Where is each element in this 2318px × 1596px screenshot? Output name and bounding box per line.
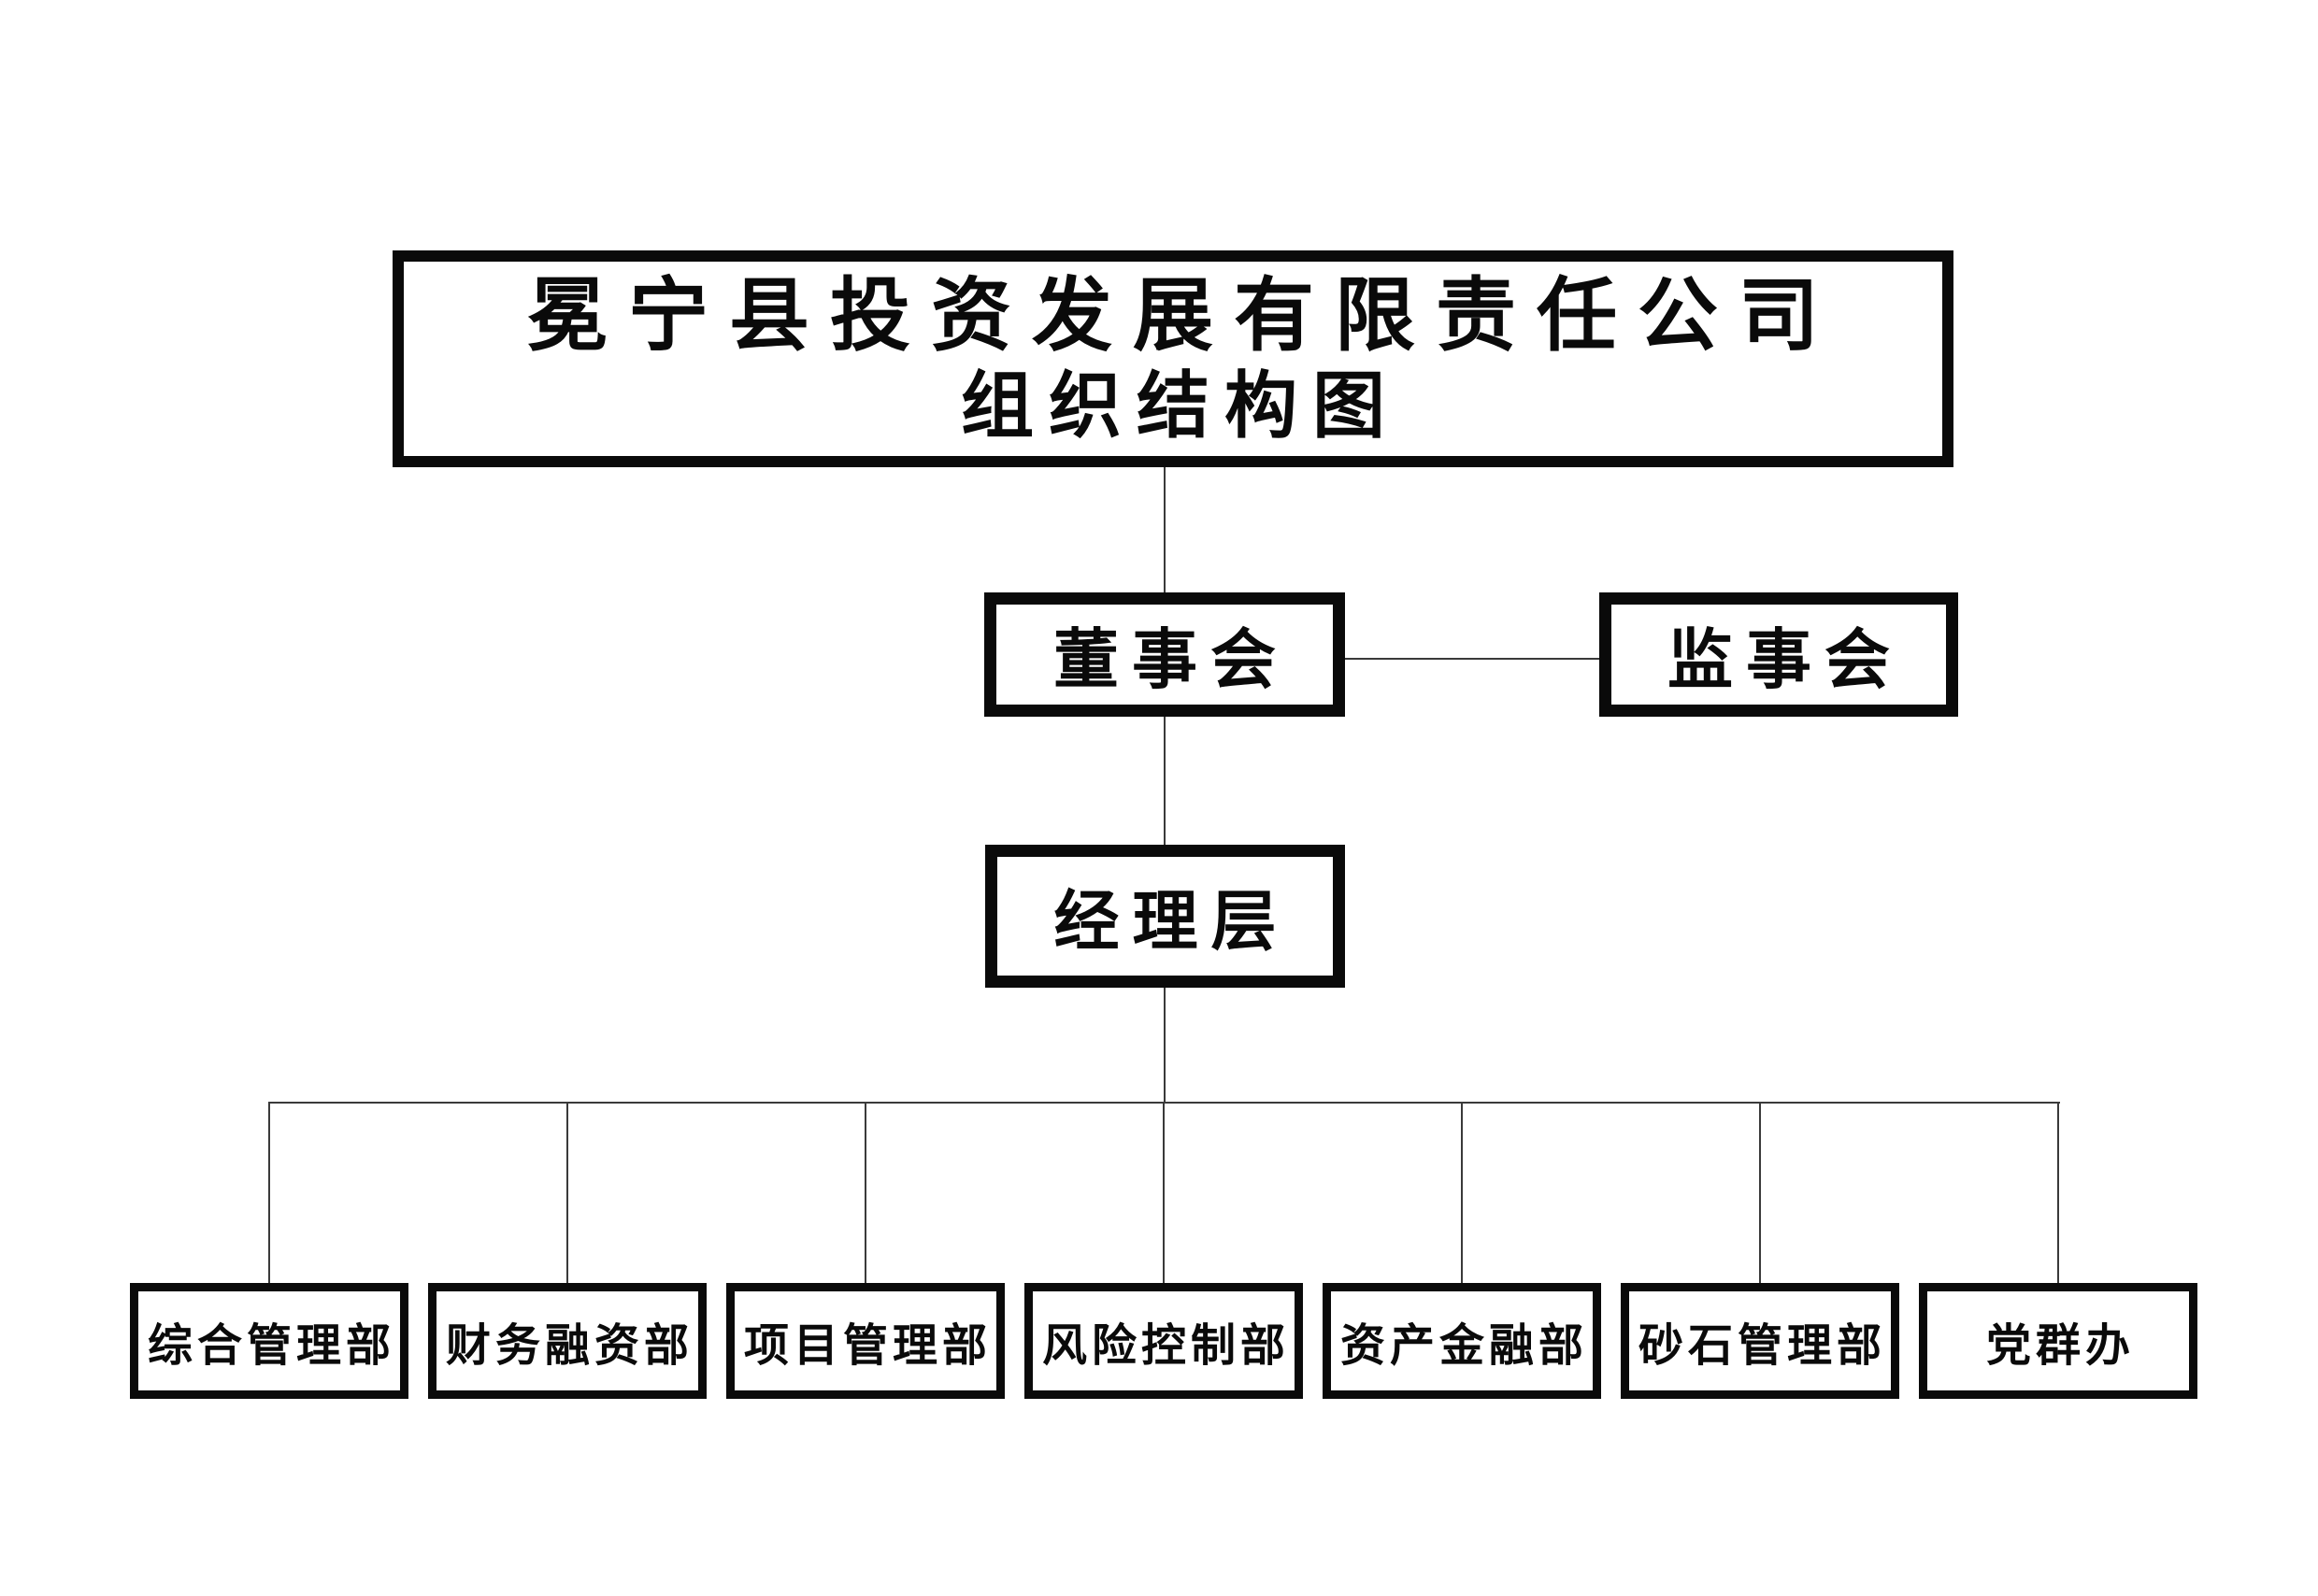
connector-to-dept-2 — [566, 1102, 568, 1283]
dept-box-finance-financing: 财务融资部 — [428, 1283, 707, 1399]
dept-box-risk-control: 风险控制部 — [1024, 1283, 1303, 1399]
supervisory-board-label: 监事会 — [1667, 623, 1903, 696]
company-name: 冕宁县投资发展有限责任公司 — [527, 270, 1839, 361]
dept-box-general-management: 综合管理部 — [130, 1283, 408, 1399]
dept-label: 党群办 — [1985, 1321, 2135, 1371]
connector-board-to-management — [1164, 717, 1166, 845]
dept-label: 风险控制部 — [1041, 1321, 1290, 1371]
management-level-box: 经理层 — [985, 845, 1345, 988]
dept-box-party-mass-office: 党群办 — [1919, 1283, 2197, 1399]
management-level-label: 经理层 — [1053, 885, 1290, 958]
connector-to-dept-1 — [268, 1102, 270, 1283]
dept-label: 财务融资部 — [445, 1321, 694, 1371]
connector-title-to-board — [1164, 467, 1166, 592]
supervisory-board-box: 监事会 — [1599, 592, 1958, 717]
connector-management-to-distribution — [1164, 988, 1166, 1103]
connector-board-to-supervisory — [1345, 658, 1599, 660]
org-title-box: 冕宁县投资发展有限责任公司 组织结构图 — [393, 250, 1953, 467]
board-of-directors-box: 董事会 — [984, 592, 1345, 717]
dept-label: 综合管理部 — [147, 1321, 395, 1371]
dept-label: 项目管理部 — [743, 1321, 992, 1371]
connector-to-dept-3 — [865, 1102, 866, 1283]
connector-to-dept-5 — [1461, 1102, 1463, 1283]
connector-to-dept-6 — [1759, 1102, 1761, 1283]
dept-box-project-management: 项目管理部 — [726, 1283, 1005, 1399]
connector-to-dept-4 — [1163, 1102, 1165, 1283]
dept-box-asset-finance: 资产金融部 — [1323, 1283, 1601, 1399]
connector-to-dept-7 — [2057, 1102, 2059, 1283]
dept-box-sand-gravel-management: 砂石管理部 — [1621, 1283, 1899, 1399]
dept-label: 砂石管理部 — [1638, 1321, 1886, 1371]
chart-subtitle: 组织结构图 — [960, 363, 1400, 447]
board-of-directors-label: 董事会 — [1053, 623, 1289, 696]
dept-label: 资产金融部 — [1339, 1321, 1588, 1371]
